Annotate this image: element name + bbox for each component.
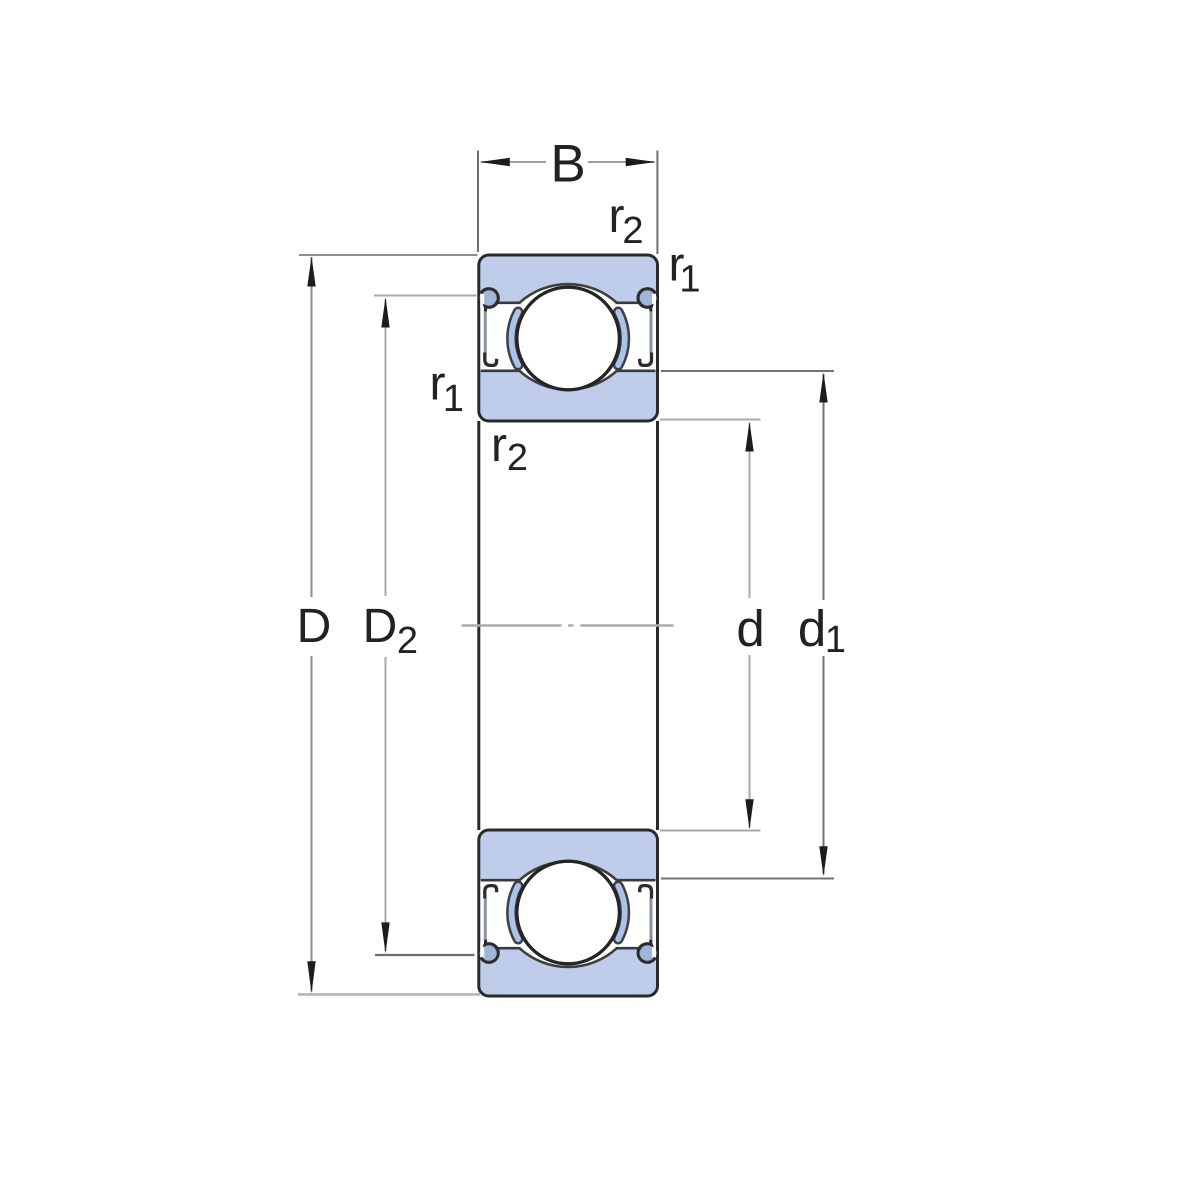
svg-text:B: B bbox=[550, 135, 585, 194]
svg-text:D: D bbox=[297, 600, 332, 653]
svg-text:2: 2 bbox=[507, 437, 528, 479]
svg-text:2: 2 bbox=[622, 210, 643, 252]
svg-text:1: 1 bbox=[825, 619, 846, 661]
svg-text:d: d bbox=[798, 600, 826, 657]
svg-text:1: 1 bbox=[679, 259, 700, 301]
svg-text:r: r bbox=[430, 358, 446, 411]
svg-text:2: 2 bbox=[397, 620, 418, 662]
svg-text:r: r bbox=[609, 190, 625, 243]
svg-text:D: D bbox=[363, 600, 398, 653]
svg-text:r: r bbox=[669, 239, 685, 292]
svg-text:1: 1 bbox=[443, 378, 464, 420]
svg-text:d: d bbox=[736, 600, 764, 657]
svg-text:r: r bbox=[491, 419, 507, 472]
